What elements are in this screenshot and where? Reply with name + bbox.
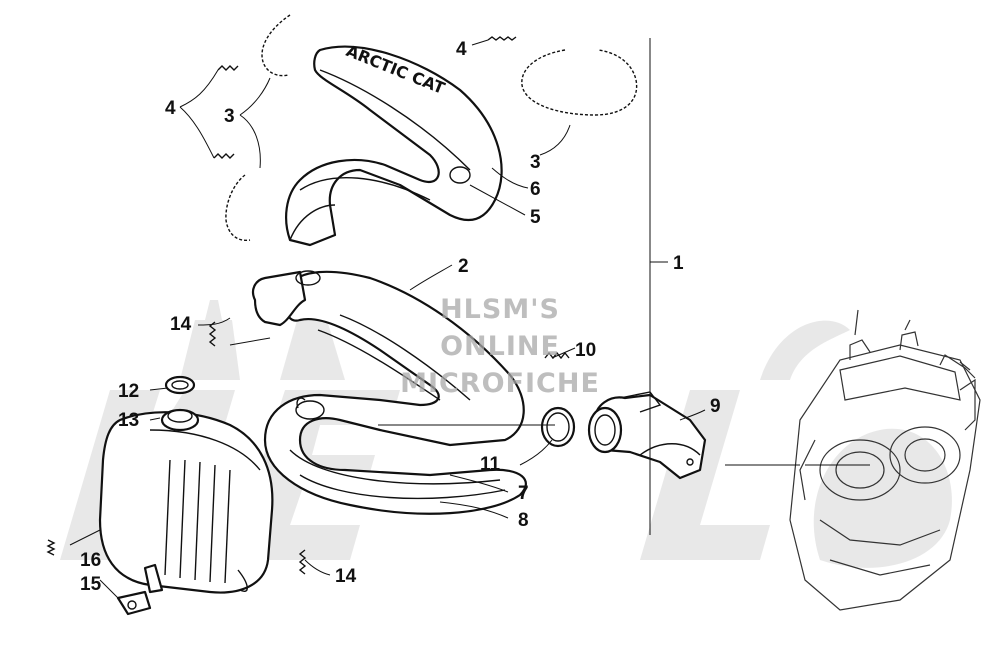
callout-14-upper: 14 <box>170 314 192 335</box>
spring-14-lower <box>298 549 307 575</box>
callout-13: 13 <box>118 410 139 431</box>
callouts: 1 2 3 3 4 4 5 6 7 8 9 10 11 12 13 14 14 … <box>80 39 721 595</box>
engine-block <box>789 309 981 611</box>
clamp-chain-left-bottom <box>225 174 251 242</box>
callout-12: 12 <box>118 381 139 402</box>
bracket-15 <box>116 590 152 616</box>
spring-16 <box>46 539 56 556</box>
clamp-ring-right <box>521 49 638 116</box>
spring-4-top <box>487 36 517 41</box>
expansion-chamber <box>251 270 527 515</box>
watermark-line3: MICROFICHE <box>400 368 600 399</box>
callout-3-right: 3 <box>530 152 541 173</box>
muffler-vents <box>164 459 231 584</box>
callout-15: 15 <box>80 574 102 595</box>
callout-16: 16 <box>80 550 101 571</box>
callout-7: 7 <box>518 483 529 504</box>
callout-9: 9 <box>710 396 721 417</box>
heat-shield: ARCTIC CAT <box>285 41 503 247</box>
spring-10 <box>544 351 570 360</box>
spring-4-upper <box>217 65 239 71</box>
callout-4-top: 4 <box>456 39 467 60</box>
watermark: HLSM'S ONLINE MICROFICHE <box>400 294 600 399</box>
leader-lines <box>69 39 870 599</box>
assembly-bracket-1 <box>649 38 668 535</box>
spring-14-upper <box>208 321 217 347</box>
clamp-chain-left-top <box>261 14 291 77</box>
callout-10: 10 <box>575 340 596 361</box>
callout-1: 1 <box>673 253 684 274</box>
callout-3-left: 3 <box>224 106 235 127</box>
muffler <box>98 408 274 594</box>
callout-4-left: 4 <box>165 98 176 119</box>
callout-6: 6 <box>530 179 541 200</box>
gasket-ring <box>540 406 576 448</box>
spring-4-lower <box>213 153 235 159</box>
watermark-line1: HLSM'S <box>440 294 560 325</box>
ring-12 <box>164 375 196 395</box>
watermark-line2: ONLINE <box>440 331 560 362</box>
callout-5: 5 <box>530 207 541 228</box>
callout-8: 8 <box>518 510 529 531</box>
callout-11: 11 <box>480 454 501 475</box>
callout-2: 2 <box>458 256 469 277</box>
callout-14-lower: 14 <box>335 566 357 587</box>
